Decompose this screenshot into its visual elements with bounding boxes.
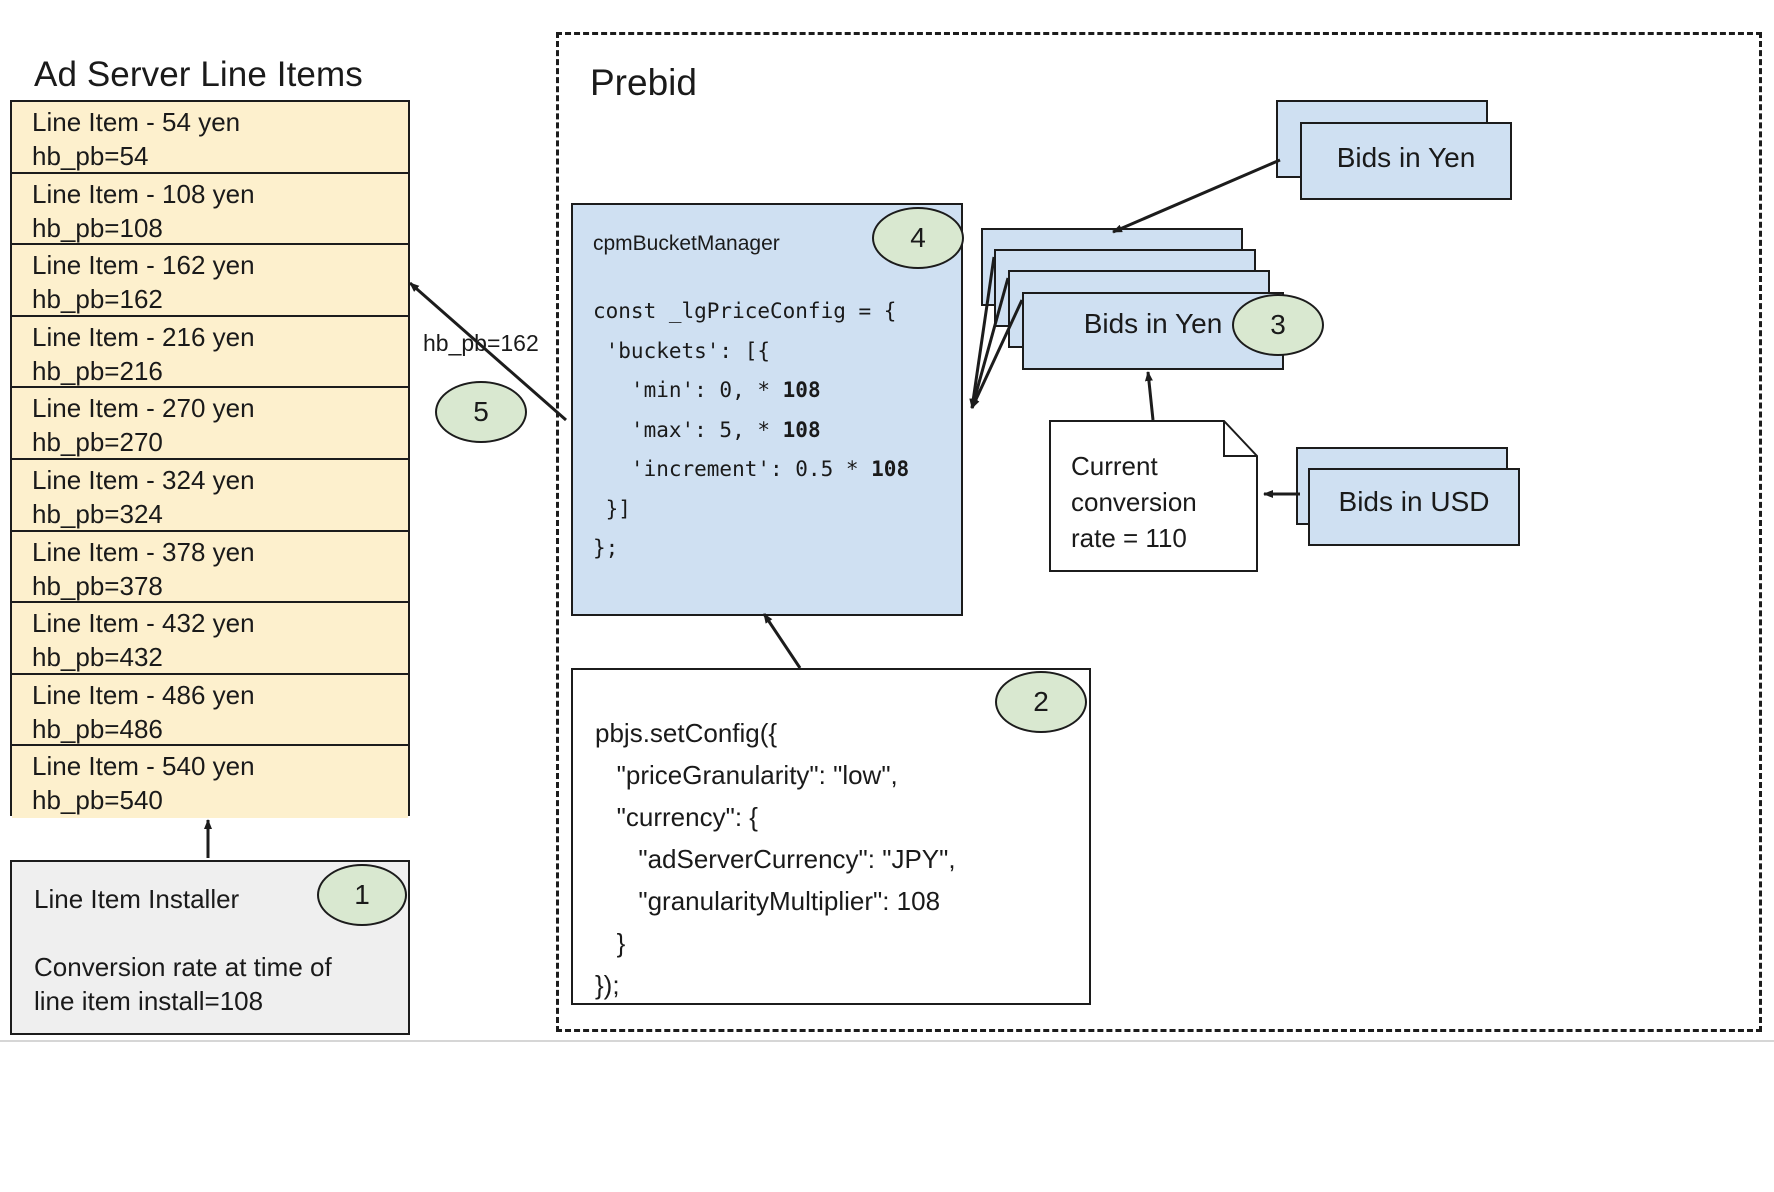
line-item-row: Line Item - 432 yen hb_pb=432 bbox=[12, 603, 408, 675]
line-item-name: Line Item - 54 yen bbox=[32, 107, 241, 137]
prebid-boundary bbox=[556, 32, 1762, 1032]
line-item-installer-title: Line Item Installer bbox=[34, 884, 240, 914]
step-badge-4: 4 bbox=[872, 207, 964, 269]
line-item-key: hb_pb=108 bbox=[32, 212, 163, 243]
prebid-title: Prebid bbox=[590, 62, 697, 103]
line-item-key: hb_pb=54 bbox=[32, 141, 149, 171]
line-item-name: Line Item - 432 yen bbox=[32, 608, 255, 639]
bids-in-usd-label: Bids in USD bbox=[1338, 486, 1490, 517]
bids-in-yen-top-label: Bids in Yen bbox=[1336, 142, 1476, 173]
line-item-row: Line Item - 270 yen hb_pb=270 bbox=[12, 388, 408, 460]
step-badge-1: 1 bbox=[317, 864, 407, 926]
line-item-name: Line Item - 162 yen bbox=[32, 250, 255, 281]
line-item-row: Line Item - 540 yen hb_pb=540 bbox=[12, 746, 408, 818]
line-items-table: Line Item - 54 yen hb_pb=54 Line Item - … bbox=[10, 100, 410, 818]
line-item-row: Line Item - 324 yen hb_pb=324 bbox=[12, 459, 408, 532]
line-item-name: Line Item - 540 yen bbox=[32, 751, 255, 782]
line-item-key: hb_pb=540 bbox=[32, 785, 163, 816]
line-item-key: hb_pb=162 bbox=[32, 284, 163, 315]
cpm-bucket-manager-title: cpmBucketManager bbox=[593, 232, 780, 255]
line-item-row: Line Item - 216 yen hb_pb=216 bbox=[12, 316, 408, 389]
line-item-name: Line Item - 216 yen bbox=[32, 321, 255, 352]
line-item-row: Line Item - 162 yen hb_pb=162 bbox=[12, 245, 408, 317]
line-item-name: Line Item - 486 yen bbox=[32, 679, 255, 710]
bottom-divider bbox=[0, 1040, 1774, 1042]
line-item-key: hb_pb=270 bbox=[32, 427, 163, 458]
line-item-row: Line Item - 378 yen hb_pb=378 bbox=[12, 531, 408, 604]
step-badge-5: 5 bbox=[435, 381, 527, 443]
line-item-name: Line Item - 324 yen bbox=[32, 464, 255, 495]
conversion-rate-text: Current conversion rate = 110 bbox=[1071, 451, 1197, 553]
cpm-bucket-manager-code: const _lgPriceConfig = { 'buckets': [{ '… bbox=[593, 299, 910, 560]
step-badge-2: 2 bbox=[995, 671, 1087, 733]
line-item-row: Line Item - 108 yen hb_pb=108 bbox=[12, 173, 408, 246]
line-item-key: hb_pb=432 bbox=[32, 642, 163, 673]
bids-in-usd-card-front bbox=[1308, 468, 1520, 546]
line-item-name: Line Item - 378 yen bbox=[32, 536, 255, 567]
hb-pb-edge-label: hb_pb=162 bbox=[423, 330, 539, 356]
line-item-installer-note: Conversion rate at time of line item ins… bbox=[34, 952, 332, 1016]
line-item-key: hb_pb=378 bbox=[32, 570, 163, 601]
line-item-key: hb_pb=216 bbox=[32, 355, 163, 386]
note-shape-icon bbox=[1049, 420, 1258, 572]
line-item-name: Line Item - 108 yen bbox=[32, 178, 255, 209]
bids-in-yen-top-card-front bbox=[1300, 122, 1512, 200]
ad-server-title: Ad Server Line Items bbox=[34, 55, 363, 94]
cpm-bucket-manager-box: cpmBucketManager const _lgPriceConfig = … bbox=[571, 203, 963, 616]
set-config-box: pbjs.setConfig({ "priceGranularity": "lo… bbox=[571, 668, 1091, 1005]
bids-in-yen-stack-label: Bids in Yen bbox=[1083, 308, 1223, 339]
line-item-key: hb_pb=324 bbox=[32, 498, 163, 529]
line-item-row: Line Item - 54 yen hb_pb=54 bbox=[12, 102, 408, 174]
conversion-rate-note: Current conversion rate = 110 bbox=[1049, 420, 1258, 572]
line-item-name: Line Item - 270 yen bbox=[32, 393, 255, 424]
line-item-key: hb_pb=486 bbox=[32, 713, 163, 744]
set-config-code: pbjs.setConfig({ "priceGranularity": "lo… bbox=[595, 718, 956, 1000]
step-badge-3: 3 bbox=[1232, 294, 1324, 356]
line-item-row: Line Item - 486 yen hb_pb=486 bbox=[12, 674, 408, 747]
